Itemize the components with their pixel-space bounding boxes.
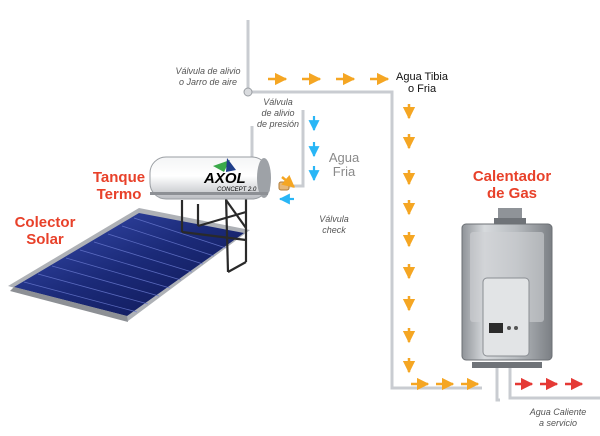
label-tanque-line2: Termo [96, 186, 142, 203]
brand-logo-icon [213, 158, 236, 172]
label-agua-fria-line2: Fria [332, 164, 356, 179]
thermo-tank: AXOL CONCEPT 2.0 [149, 156, 271, 200]
label-valvula-presion-line2: de alivio [261, 108, 295, 118]
pipes [246, 20, 600, 402]
label-agua-tibia-line1: Agua Tibia [396, 71, 448, 83]
label-agua-fria-line1: Agua [328, 150, 360, 165]
heater-display [489, 323, 503, 333]
label-valvula-check: Válvula check [312, 214, 356, 236]
label-calentador-line2: de Gas [486, 185, 538, 202]
label-agua-caliente-line1: Agua Caliente [529, 407, 587, 417]
pressure-relief-valve [243, 87, 253, 97]
label-valvula-check-line1: Válvula [319, 214, 349, 224]
air-vent-pipe [246, 20, 263, 94]
label-valvula-presion: Válvula de alivio de presión [254, 97, 302, 130]
solar-collector [8, 208, 250, 322]
label-agua-tibia: Agua Tibia o Fria [391, 71, 453, 95]
label-colector-solar: Colector Solar [14, 214, 76, 248]
label-valvula-presion-line1: Válvula [263, 97, 293, 107]
label-colector-line1: Colector [14, 214, 76, 231]
label-calentador-gas: Calentador de Gas [466, 168, 558, 202]
heater-inlet-pipe [495, 368, 500, 402]
gas-water-heater [461, 208, 553, 368]
label-valvula-alivio-line2: o Jarro de aire [178, 77, 238, 87]
label-agua-tibia-line2: o Fria [407, 83, 437, 95]
label-tanque-termo: Tanque Termo [88, 169, 150, 203]
label-valvula-alivio-line1: Válvula de alivio [175, 66, 241, 76]
label-tanque-line1: Tanque [92, 169, 146, 186]
arrows-blue [278, 116, 320, 205]
label-agua-caliente: Agua Caliente a servicio [520, 407, 596, 429]
label-valvula-alivio-aire: Válvula de alivio o Jarro de aire [166, 66, 250, 88]
hot-water-outlet-pipe [508, 368, 600, 400]
label-agua-fria: Agua Fria [322, 151, 366, 179]
arrows-orange-bottom [281, 174, 480, 391]
brand-name: AXOL [203, 170, 246, 187]
label-agua-caliente-line2: a servicio [538, 418, 577, 428]
label-calentador-line1: Calentador [472, 168, 552, 185]
label-valvula-check-line2: check [322, 225, 346, 235]
warm-water-pipe [263, 90, 482, 390]
label-colector-line2: Solar [26, 231, 64, 248]
brand-model: CONCEPT 2.0 [217, 187, 257, 193]
label-valvula-presion-line3: de presión [256, 119, 300, 129]
arrow-orange-icon [281, 174, 295, 188]
